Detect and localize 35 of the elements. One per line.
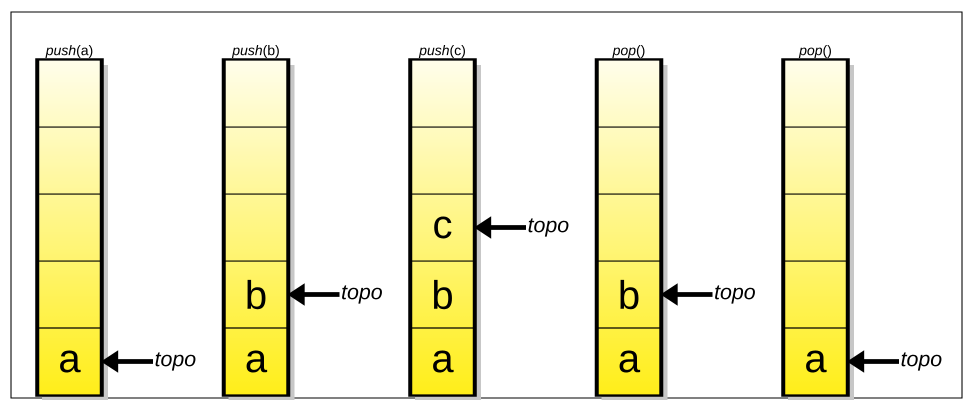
- stack-cell: [224, 194, 288, 262]
- stack-cell: a: [224, 328, 288, 396]
- stack-cell: [38, 60, 101, 128]
- stack-cell: [411, 60, 474, 128]
- stack-cell: [38, 260, 101, 328]
- stack-cell: b: [598, 260, 660, 328]
- node-label: push(c): [418, 44, 465, 58]
- stack-cell: [224, 126, 288, 194]
- stack-cell: [38, 194, 101, 262]
- stack-cell: a: [411, 328, 474, 396]
- stack-cell: [224, 60, 288, 128]
- stack-cell: a: [784, 328, 847, 396]
- pointer-label: topo: [156, 352, 196, 371]
- pointer-label: topo: [715, 285, 755, 304]
- node-label: push(b): [232, 44, 279, 58]
- stack-cell: [784, 60, 847, 128]
- stack-cell: [598, 126, 660, 194]
- stack-cell: a: [38, 328, 101, 396]
- stack-cell: [598, 194, 660, 262]
- node-label: pop(): [612, 44, 644, 58]
- stack-cell: [38, 126, 101, 194]
- stack-cell: c: [411, 194, 474, 262]
- stack-cell: a: [598, 328, 660, 396]
- stack-cell: b: [411, 260, 474, 328]
- stack-cell: [784, 260, 847, 328]
- stack-cell: [598, 60, 660, 128]
- stack-cell: [784, 126, 847, 194]
- pointer-label: topo: [528, 218, 568, 237]
- node-label: pop(): [798, 44, 831, 58]
- stack-cell: [784, 194, 847, 262]
- pointer-label: topo: [902, 352, 942, 371]
- node-label: push(a): [45, 44, 92, 58]
- stack-cell: b: [224, 260, 288, 328]
- stack-cell: [411, 126, 474, 194]
- pointer-label: topo: [342, 285, 382, 304]
